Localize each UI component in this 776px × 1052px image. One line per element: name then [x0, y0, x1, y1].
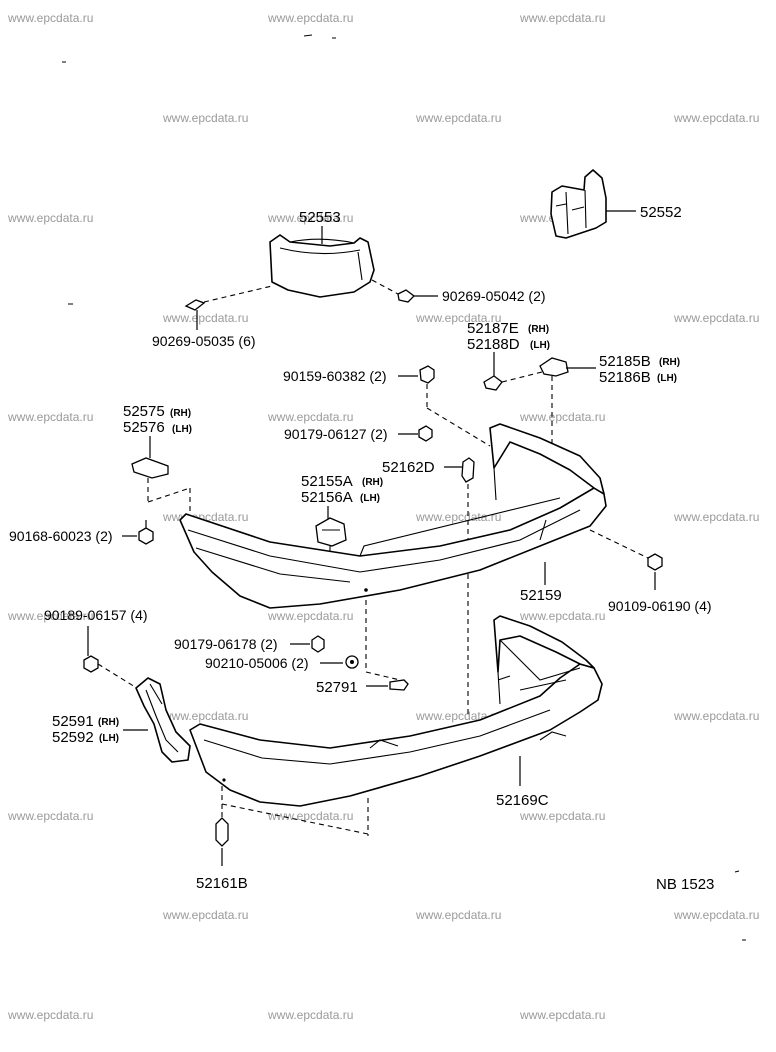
watermark: www.epcdata.ru — [673, 709, 759, 723]
screw-90168-60023: 90168-60023 (2) — [9, 520, 154, 545]
bracket-52155a: 52155A (RH) 52156A (LH) — [301, 473, 383, 556]
watermark: www.epcdata.ru — [415, 111, 501, 125]
bolt-90159-60382: 90159-60382 (2) — [283, 365, 491, 447]
part-label-52161b: 52161B — [196, 875, 248, 892]
watermark: www.epcdata.ru — [7, 609, 93, 623]
part-label-90269-05042: 90269-05042 (2) — [442, 288, 546, 304]
bumper-cover-part: 52169C — [189, 615, 603, 809]
watermark: www.epcdata.ru — [673, 908, 759, 922]
watermark: www.epcdata.ru — [673, 510, 759, 524]
watermark: www.epcdata.ru — [267, 410, 353, 424]
watermark: www.epcdata.ru — [267, 609, 353, 623]
part-label-90109-06190: 90109-06190 (4) — [608, 598, 712, 614]
bracket-52185b: 52185B (RH) 52186B (LH) — [539, 353, 680, 458]
clip-90269-05035: 90269-05035 (6) — [152, 285, 273, 349]
part-label-52159: 52159 — [520, 587, 562, 604]
part-label-90179-06127: 90179-06127 (2) — [284, 426, 388, 442]
part-label-52185b: 52185B — [599, 353, 651, 370]
watermark: www.epcdata.ru — [415, 908, 501, 922]
watermark: www.epcdata.ru — [267, 211, 353, 225]
part-label-90189-06157: 90189-06157 (4) — [44, 607, 148, 623]
side-lh-label: (LH) — [172, 424, 192, 435]
corner-cover-rh-part: 52552 — [550, 169, 682, 239]
center-cover-part: 52553 — [269, 209, 375, 298]
side-rh-label: (RH) — [659, 357, 680, 368]
watermark: www.epcdata.ru — [7, 211, 93, 225]
side-rh-label: (RH) — [528, 324, 549, 335]
watermark: www.epcdata.ru — [673, 311, 759, 325]
part-label-90210-05006: 90210-05006 (2) — [205, 655, 309, 671]
part-label-90269-05035: 90269-05035 (6) — [152, 333, 256, 349]
part-label-52156a: 52156A — [301, 489, 353, 506]
watermark: www.epcdata.ru — [7, 809, 93, 823]
part-label-52553: 52553 — [299, 209, 341, 226]
side-lh-label: (LH) — [360, 493, 380, 504]
scan-specks — [62, 34, 746, 941]
side-lh-label: (LH) — [99, 733, 119, 744]
clip-52161b: 52161B — [196, 786, 369, 892]
bolt-90109-06190: 90109-06190 (4) — [608, 553, 712, 614]
part-label-52169c: 52169C — [496, 792, 549, 809]
part-label-52187e: 52187E — [467, 320, 519, 337]
watermark: www.epcdata.ru — [267, 809, 353, 823]
part-label-52592: 52592 — [52, 729, 94, 746]
watermark: www.epcdata.ru — [162, 709, 248, 723]
watermark: www.epcdata.ru — [267, 1008, 353, 1022]
watermark: www.epcdata.ru — [162, 111, 248, 125]
side-rh-label: (RH) — [98, 717, 119, 728]
watermark: www.epcdata.ru — [519, 1008, 605, 1022]
part-label-52162d: 52162D — [382, 459, 435, 476]
watermark: www.epcdata.ru — [162, 311, 248, 325]
part-label-52155a: 52155A — [301, 473, 353, 490]
fasteners-center: 90179-06178 (2) 90210-05006 (2) 52791 — [174, 635, 409, 696]
watermark: www.epcdata.ru — [519, 809, 605, 823]
side-lh-label: (LH) — [530, 340, 550, 351]
nut-90179-06127: 90179-06127 (2) — [284, 425, 433, 442]
part-label-52576: 52576 — [123, 419, 165, 436]
part-label-52186b: 52186B — [599, 369, 651, 386]
part-label-52791: 52791 — [316, 679, 358, 696]
part-label-52575: 52575 — [123, 403, 165, 420]
part-label-90179-06178: 90179-06178 (2) — [174, 636, 278, 652]
watermark: www.epcdata.ru — [7, 410, 93, 424]
part-label-52591: 52591 — [52, 713, 94, 730]
clip-52162d: 52162D — [382, 457, 475, 714]
part-label-90159-60382: 90159-60382 (2) — [283, 368, 387, 384]
watermark: www.epcdata.ru — [7, 11, 93, 25]
watermark-layer: www.epcdata.ru www.epcdata.ru www.epcdat… — [7, 11, 759, 1022]
retainer-52187e: 52187E (RH) 52188D (LH) — [467, 320, 550, 391]
part-label-52188d: 52188D — [467, 336, 520, 353]
side-lh-label: (LH) — [657, 373, 677, 384]
side-rh-label: (RH) — [362, 477, 383, 488]
watermark: www.epcdata.ru — [415, 311, 501, 325]
clip-90269-05042: 90269-05042 (2) — [371, 279, 546, 304]
watermark: www.epcdata.ru — [519, 609, 605, 623]
bumper-reinforcement-part: 52159 — [179, 423, 649, 672]
side-bracket-52591: 52591 (RH) 52592 (LH) — [52, 677, 191, 763]
bracket-52575: 52575 (RH) 52576 (LH) — [123, 403, 192, 514]
watermark: www.epcdata.ru — [519, 410, 605, 424]
watermark: www.epcdata.ru — [7, 1008, 93, 1022]
part-label-90168-60023: 90168-60023 (2) — [9, 528, 113, 544]
watermark: www.epcdata.ru — [162, 908, 248, 922]
watermark: www.epcdata.ru — [267, 11, 353, 25]
diagram-code: NB 1523 — [656, 876, 714, 893]
watermark: www.epcdata.ru — [415, 510, 501, 524]
nut-90189-06157: 90189-06157 (4) — [44, 607, 148, 691]
watermark: www.epcdata.ru — [519, 11, 605, 25]
part-label-52552: 52552 — [640, 204, 682, 221]
watermark: www.epcdata.ru — [673, 111, 759, 125]
side-rh-label: (RH) — [170, 408, 191, 419]
